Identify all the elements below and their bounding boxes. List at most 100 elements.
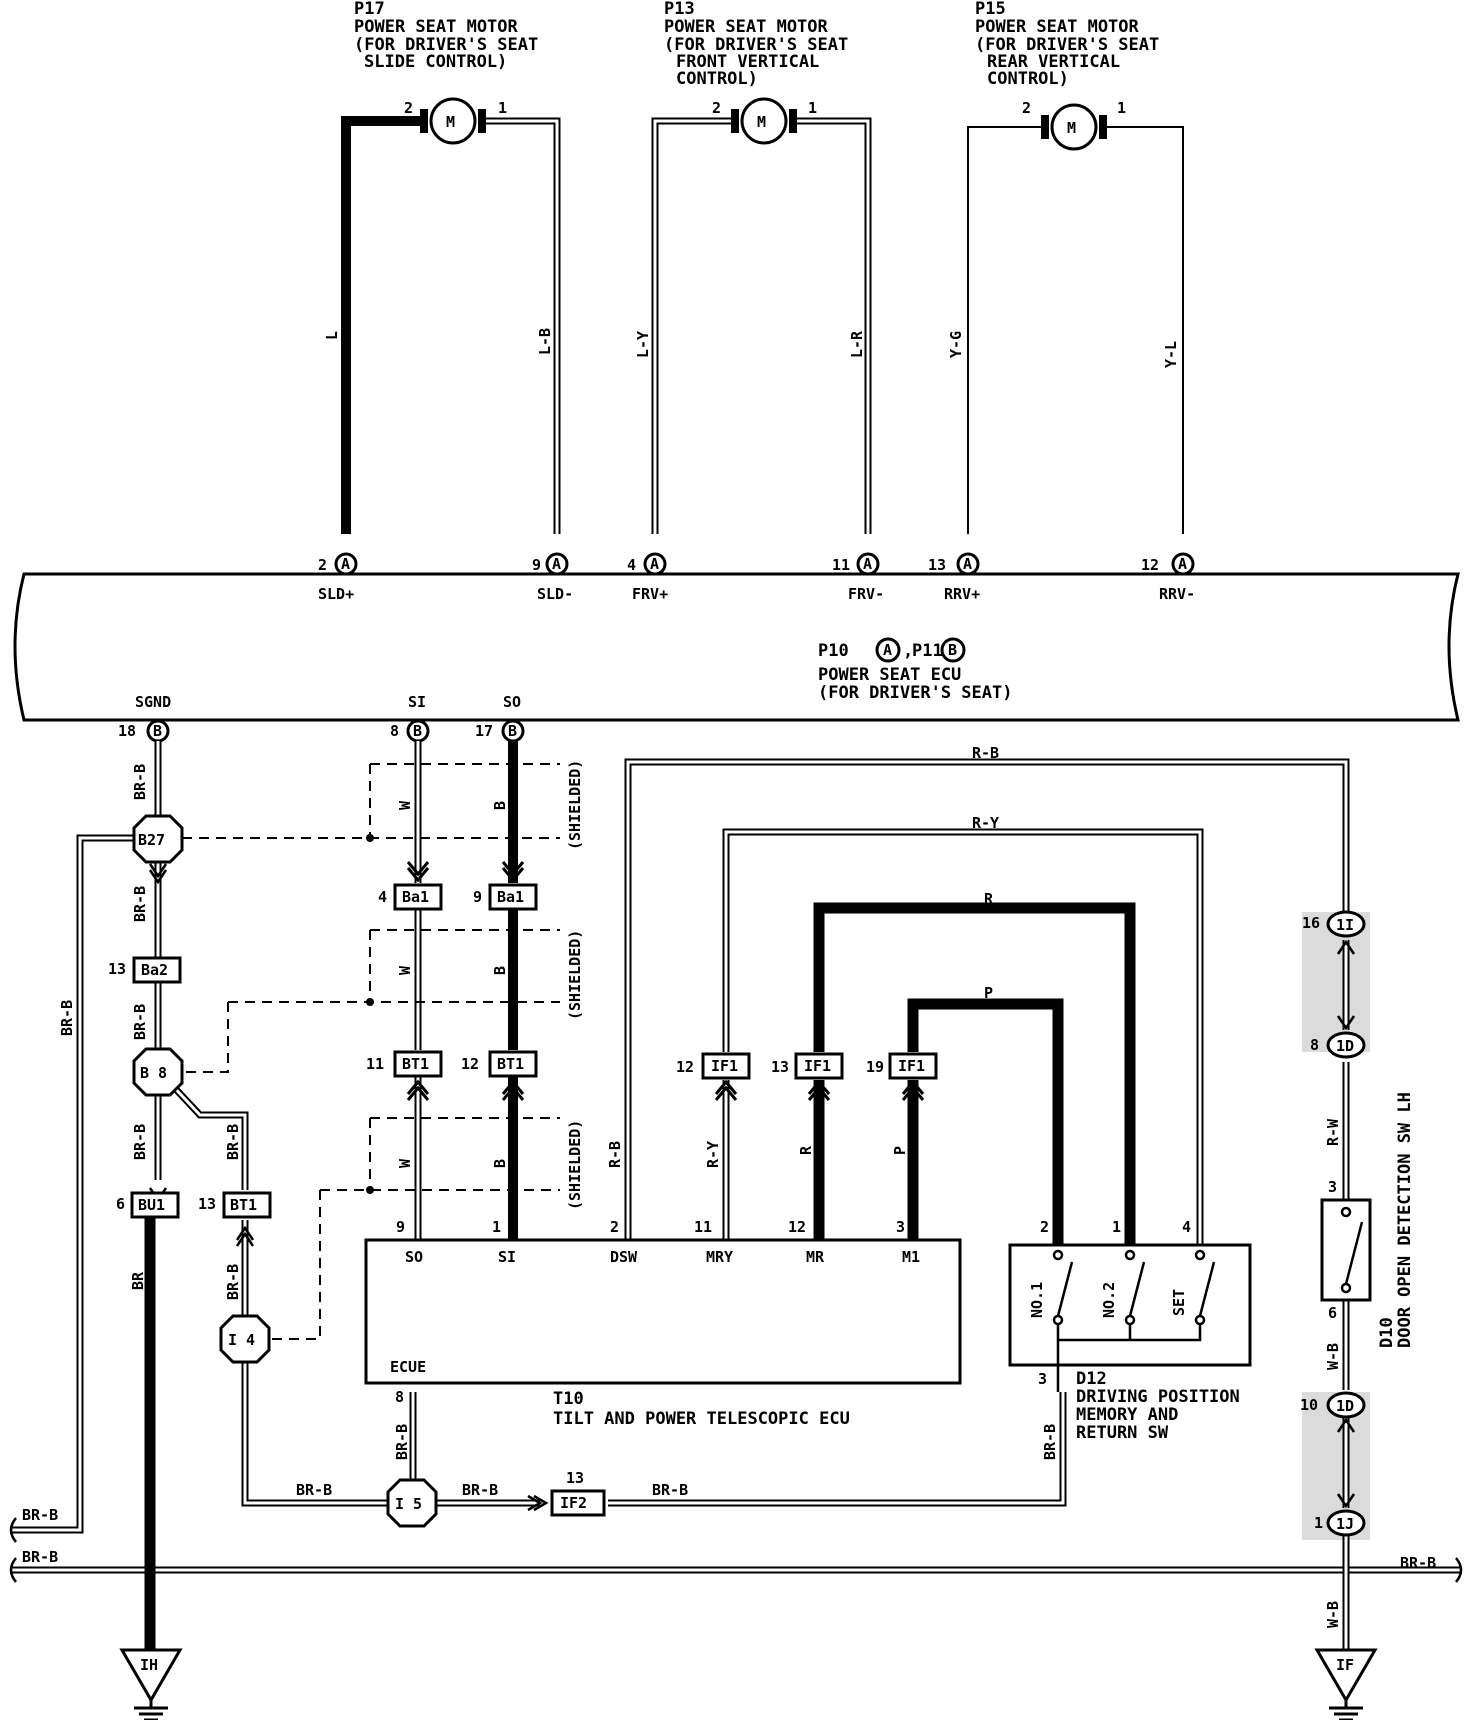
- motor-terminal-right: [789, 109, 797, 133]
- switch-label: SET: [1170, 1289, 1188, 1316]
- junctions: B27 B 8 I 4 I 5: [132, 814, 438, 1528]
- ecu-conn: B: [508, 722, 517, 740]
- connector-box: [701, 1052, 751, 1080]
- pin-number: 9: [473, 888, 482, 906]
- pin-number: 18: [118, 722, 136, 740]
- ecu-conn: B: [153, 722, 162, 740]
- connector-oval: [1326, 910, 1366, 938]
- connector-name: BT1: [497, 1055, 524, 1073]
- motor-p17: P17 POWER SEAT MOTOR (FOR DRIVER'S SEAT …: [323, 0, 561, 534]
- sgnd-wires: [10, 741, 1462, 1650]
- connector-name: 1I: [1336, 916, 1354, 934]
- wire-label: R-Y: [704, 1141, 722, 1168]
- motor-symbol-label: M: [757, 113, 766, 131]
- ecu-terminal: RRV+: [944, 585, 980, 603]
- wire-label: B: [491, 801, 509, 810]
- wire-label: R: [797, 1145, 815, 1155]
- junction-label: B 8: [140, 1064, 167, 1082]
- connector-box: [488, 883, 538, 911]
- motor-terminal-right: [478, 109, 486, 133]
- shielded-label: (SHIELDED): [566, 1120, 584, 1210]
- junction-b27: [132, 814, 184, 864]
- ecu-terminal: SGND: [135, 693, 171, 711]
- connector-name: 1J: [1336, 1515, 1354, 1533]
- junction-i5: [386, 1478, 438, 1528]
- wire-label: BR-B: [22, 1506, 58, 1524]
- pin-number: 2: [1040, 1218, 1049, 1236]
- pin-number: 1: [1112, 1218, 1121, 1236]
- pin-number: 13: [566, 1469, 584, 1487]
- wire-label: W-B: [1324, 1601, 1342, 1628]
- motor-symbol: [1050, 103, 1098, 151]
- ecu-terminal: SLD-: [537, 585, 573, 603]
- power-seat-ecu-body: [13, 572, 1460, 722]
- motor-desc-2: FRONT VERTICAL: [676, 52, 819, 72]
- ecu-id-sep: ,: [903, 641, 913, 661]
- motor-pin-left: 2: [404, 99, 413, 117]
- motor-pin-left: 2: [712, 99, 721, 117]
- motor-terminal-left: [1041, 115, 1049, 139]
- si-so-wires: W W W B B B: [396, 741, 525, 1240]
- ecu-id-b: P11: [912, 641, 943, 661]
- shield-lines: [182, 763, 560, 1340]
- pin-number: 3: [1328, 1178, 1337, 1196]
- shielded-labels: (SHIELDED) (SHIELDED) (SHIELDED): [566, 760, 584, 1210]
- ecu-name: POWER SEAT ECU: [818, 665, 961, 685]
- ecu-pin-marker: [1171, 552, 1195, 576]
- pin-number: 13: [928, 556, 946, 574]
- tilt-telescopic-ecu: 9 SO 1 SI 2 DSW 11 MRY 12 MR 3 M1 ECUE 8…: [364, 1218, 962, 1429]
- motor-symbol-label: M: [1067, 119, 1076, 137]
- tilt-ecu-inner-label: ECUE: [390, 1358, 426, 1376]
- memory-switch-body: [1008, 1243, 1252, 1367]
- pin-number: 8: [390, 722, 399, 740]
- ecu-id-a: P10: [818, 641, 849, 661]
- door-switch-id: D10: [1377, 1317, 1397, 1348]
- ecu-conn-a-marker: [875, 637, 901, 663]
- driving-position-memory-switch: 2 1 4 NO.1 NO.2 SET 3 D12 DRIVING POSITI…: [1008, 1218, 1252, 1443]
- wire-label: R-B: [972, 744, 999, 762]
- ecu-terminal: MRY: [706, 1248, 733, 1266]
- ground-triangle: [119, 1648, 183, 1703]
- ecu-conn: A: [1178, 555, 1187, 573]
- tilt-ecu-name: TILT AND POWER TELESCOPIC ECU: [553, 1409, 850, 1429]
- connector-box: [794, 1052, 844, 1080]
- ground-label: IH: [140, 1656, 158, 1674]
- wire-label: B: [491, 1159, 509, 1168]
- switch-label: NO.2: [1100, 1282, 1118, 1318]
- wire-label-left: L: [323, 331, 341, 340]
- pin-number: 12: [788, 1218, 806, 1236]
- ecu-pin-marker: [643, 552, 667, 576]
- motor-p15: P15 POWER SEAT MOTOR (FOR DRIVER'S SEAT …: [947, 0, 1184, 534]
- ecu-terminal: SO: [405, 1248, 423, 1266]
- junction-label: I 5: [395, 1495, 422, 1513]
- connector-oval: [1326, 1031, 1366, 1059]
- pin-number: 3: [896, 1218, 905, 1236]
- wire-label: W: [396, 800, 414, 810]
- motor-pin-right: 1: [498, 99, 507, 117]
- wire-label-right: L-B: [536, 328, 554, 355]
- pin-number: 9: [532, 556, 541, 574]
- ecu-pin-marker: [334, 552, 358, 576]
- pin-number: 19: [866, 1058, 884, 1076]
- pin-number: 11: [832, 556, 850, 574]
- ecu-pin-marker: [545, 552, 569, 576]
- brb-wire-labels: BR-B BR-B BR-B BR-B BR-B BR-B BR-B BR-B …: [22, 764, 1436, 1572]
- ecu-terminal: SI: [408, 693, 426, 711]
- motor-desc-3: CONTROL): [676, 69, 758, 89]
- pin-number: 4: [1182, 1218, 1191, 1236]
- ecue-switch-wires: [624, 758, 1350, 1250]
- ecu-pin-marker: [856, 552, 880, 576]
- pin-number: 2: [610, 1218, 619, 1236]
- si-so-connectors: 4 Ba1 9 Ba1 11 BT1 12 BT1: [366, 883, 538, 1078]
- ecu-conn: B: [413, 722, 422, 740]
- pin-number: 4: [627, 556, 636, 574]
- wire-label: P: [891, 1146, 909, 1155]
- motor-symbol: [429, 97, 477, 145]
- ecu-conn: A: [650, 555, 659, 573]
- motor-desc-2: SLIDE CONTROL): [364, 52, 507, 72]
- wire-label: BR-B: [131, 764, 149, 800]
- motor-terminal-left: [420, 109, 428, 133]
- junction-i4: [219, 1314, 271, 1364]
- ecu-terminal: FRV+: [632, 585, 668, 603]
- connector-box: [888, 1052, 938, 1080]
